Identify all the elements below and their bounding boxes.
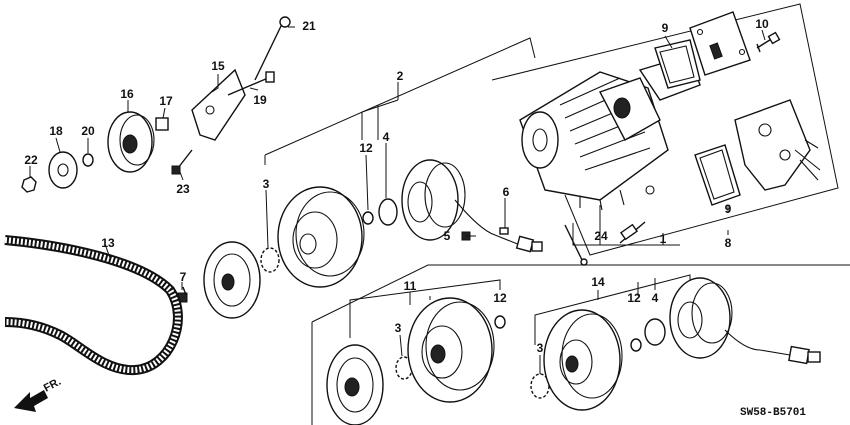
callout-9-upper: 9: [662, 21, 669, 35]
adjust-bolt-19: [227, 71, 275, 96]
front-gasket: [694, 144, 741, 206]
callout-11: 11: [404, 279, 417, 293]
callout-6: 6: [503, 185, 510, 199]
idler-cover-18: [48, 151, 78, 189]
callout-labels: 21 15 19 16 17 18 20 22 23 2 12 4 3 6 5 …: [24, 17, 769, 355]
callout-21: 21: [302, 19, 316, 33]
front-arrow-icon: [14, 390, 48, 412]
callout-18: 18: [49, 124, 63, 138]
callout-7: 7: [180, 270, 187, 284]
diagram-code: SW58-B5701: [740, 407, 806, 419]
callout-15: 15: [211, 59, 225, 73]
v-belt: [4, 235, 183, 376]
callout-24: 24: [594, 229, 608, 243]
callout-10: 10: [755, 17, 769, 31]
callout-23: 23: [176, 182, 190, 196]
callout-17: 17: [159, 94, 173, 108]
callout-4-lower: 4: [652, 291, 659, 305]
relief-valve: [619, 185, 655, 244]
idler-spacer-17: [155, 117, 169, 131]
shim-12-upper: [362, 211, 374, 225]
callout-16: 16: [120, 87, 134, 101]
callout-8: 8: [725, 236, 732, 250]
snap-ring-4-lower: [644, 318, 666, 346]
callout-9-lower: 9: [725, 202, 732, 216]
snap-ring-4-upper: [378, 198, 398, 226]
snap-ring-3-upper: [260, 247, 280, 273]
front-direction-indicator: FR.: [14, 376, 63, 412]
front-label: FR.: [42, 376, 63, 395]
callout-4-upper: 4: [383, 130, 390, 144]
callout-14: 14: [591, 275, 605, 289]
callout-12-lower-b: 12: [627, 291, 641, 305]
field-coil-lower: [669, 277, 821, 365]
pressure-plate-lower: [326, 344, 384, 425]
callout-12-upper: 12: [359, 141, 373, 155]
field-coil: [401, 159, 543, 253]
shim-12-lower-a: [494, 315, 506, 329]
rear-head-plate: [689, 11, 751, 76]
callout-1: 1: [660, 232, 667, 246]
rear-gasket: [654, 39, 701, 89]
callout-5: 5: [444, 229, 451, 243]
callout-3-lower-b: 3: [537, 341, 544, 355]
callout-2: 2: [397, 69, 404, 83]
idler-pulley: [107, 111, 155, 173]
pulley-lower-b: [543, 309, 623, 411]
callout-3-upper: 3: [263, 177, 270, 191]
idler-bracket: [191, 68, 246, 141]
shim-12-lower-b: [630, 338, 642, 352]
pressure-plate-upper: [203, 241, 261, 319]
mounting-bracket: [734, 99, 821, 191]
callout-leaders: [29, 26, 766, 374]
sensor-clip: [499, 227, 509, 235]
callout-19: 19: [253, 93, 267, 107]
bolt-24: [564, 224, 588, 266]
pulley-lower-a: [407, 297, 495, 403]
callout-22: 22: [24, 153, 38, 167]
pulley-upper: [277, 186, 365, 288]
nut-22: [21, 176, 37, 193]
callout-3-lower-a: 3: [395, 321, 402, 335]
group-outlines: [264, 3, 850, 425]
callout-20: 20: [81, 124, 95, 138]
washer-20: [82, 153, 94, 167]
bolt-23: [171, 149, 193, 175]
callout-12-lower-a: 12: [493, 291, 507, 305]
callout-13: 13: [101, 236, 115, 250]
bolt-10: [756, 31, 781, 53]
idler-bolt-21: [254, 16, 291, 81]
